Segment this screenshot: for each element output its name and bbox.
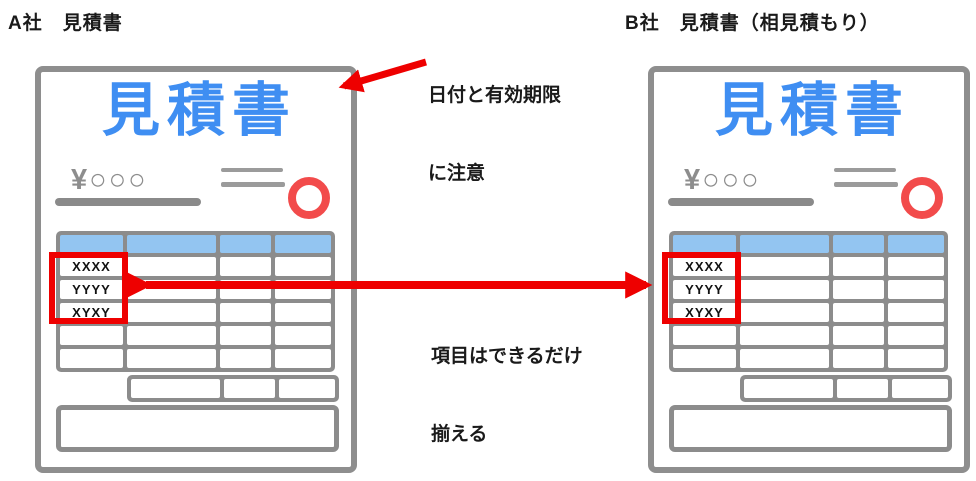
table-cell: [833, 349, 884, 368]
table-cell: [892, 379, 948, 398]
item-name-cell: XYXY: [673, 303, 736, 322]
table-cell: [275, 280, 331, 299]
table-cell: [220, 257, 271, 276]
table-header-cell: [833, 235, 884, 253]
table-header-cell: [275, 235, 331, 253]
table-cell: [888, 303, 944, 322]
table-cell: [279, 379, 335, 398]
remarks-box: [56, 405, 339, 452]
table-cell: [833, 303, 884, 322]
table-cell: [127, 280, 216, 299]
address-line: [834, 168, 896, 172]
table-header-cell: [220, 235, 271, 253]
table-header-cell: [127, 235, 216, 253]
table-cell: [833, 280, 884, 299]
table-cell: [888, 326, 944, 345]
table-cell: [275, 257, 331, 276]
amount-underline: [55, 198, 201, 206]
hanko-stamp-circle-icon: [288, 177, 330, 219]
table-cell: [220, 326, 271, 345]
quote-document-a: 見積書 ¥○○○ XXXX YYYY XYXY: [35, 66, 357, 473]
totals-row: [127, 375, 339, 402]
table-cell: [60, 326, 123, 345]
table-header-cell: [740, 235, 829, 253]
amount-underline: [668, 198, 814, 206]
table-cell: [220, 303, 271, 322]
table-header-cell: [60, 235, 123, 253]
quote-title: 見積書: [101, 78, 297, 143]
table-cell: [740, 257, 829, 276]
address-line: [834, 182, 898, 187]
table-cell: [740, 349, 829, 368]
table-cell: [888, 257, 944, 276]
table-cell: [837, 379, 888, 398]
address-line: [221, 168, 283, 172]
address-line: [221, 182, 285, 187]
doc-b-label: B社 見積書（相見積もり）: [625, 13, 880, 34]
align-items-note: 項目はできるだけ 揃える: [431, 292, 583, 481]
hanko-stamp-circle-icon: [901, 177, 943, 219]
table-cell: [673, 349, 736, 368]
item-name-cell: YYYY: [60, 280, 123, 299]
table-cell: [60, 349, 123, 368]
table-header-cell: [673, 235, 736, 253]
table-cell: [888, 280, 944, 299]
item-highlight-box: [662, 252, 741, 324]
date-validity-note-line1: 日付と有効期限: [428, 85, 562, 106]
remarks-box: [669, 405, 952, 452]
totals-row: [740, 375, 952, 402]
align-items-note-line2: 揃える: [431, 424, 488, 445]
date-validity-note: 日付と有効期限 に注意: [428, 31, 561, 239]
quote-title: 見積書: [714, 78, 910, 143]
table-cell: [127, 349, 216, 368]
table-cell: [127, 326, 216, 345]
table-cell: [740, 303, 829, 322]
table-cell: [220, 280, 271, 299]
table-cell: [744, 379, 833, 398]
date-validity-note-line2: に注意: [428, 163, 486, 184]
table-cell: [127, 257, 216, 276]
amount-placeholder: ¥○○○: [71, 164, 148, 196]
table-cell: [224, 379, 275, 398]
item-name-cell: XXXX: [60, 257, 123, 276]
table-cell: [275, 349, 331, 368]
table-cell: [220, 349, 271, 368]
table-header-cell: [888, 235, 944, 253]
item-name-cell: XXXX: [673, 257, 736, 276]
table-cell: [275, 326, 331, 345]
amount-placeholder: ¥○○○: [684, 164, 761, 196]
table-cell: [127, 303, 216, 322]
table-cell: [740, 326, 829, 345]
quote-document-b: 見積書 ¥○○○ XXXX YYYY XYXY: [648, 66, 970, 473]
item-name-cell: YYYY: [673, 280, 736, 299]
align-items-note-line1: 項目はできるだけ: [431, 346, 583, 367]
doc-a-label: A社 見積書: [8, 13, 123, 34]
table-cell: [833, 257, 884, 276]
table-cell: [131, 379, 220, 398]
item-name-cell: XYXY: [60, 303, 123, 322]
table-cell: [833, 326, 884, 345]
table-cell: [275, 303, 331, 322]
item-highlight-box: [49, 252, 128, 324]
table-cell: [888, 349, 944, 368]
table-cell: [740, 280, 829, 299]
table-cell: [673, 326, 736, 345]
